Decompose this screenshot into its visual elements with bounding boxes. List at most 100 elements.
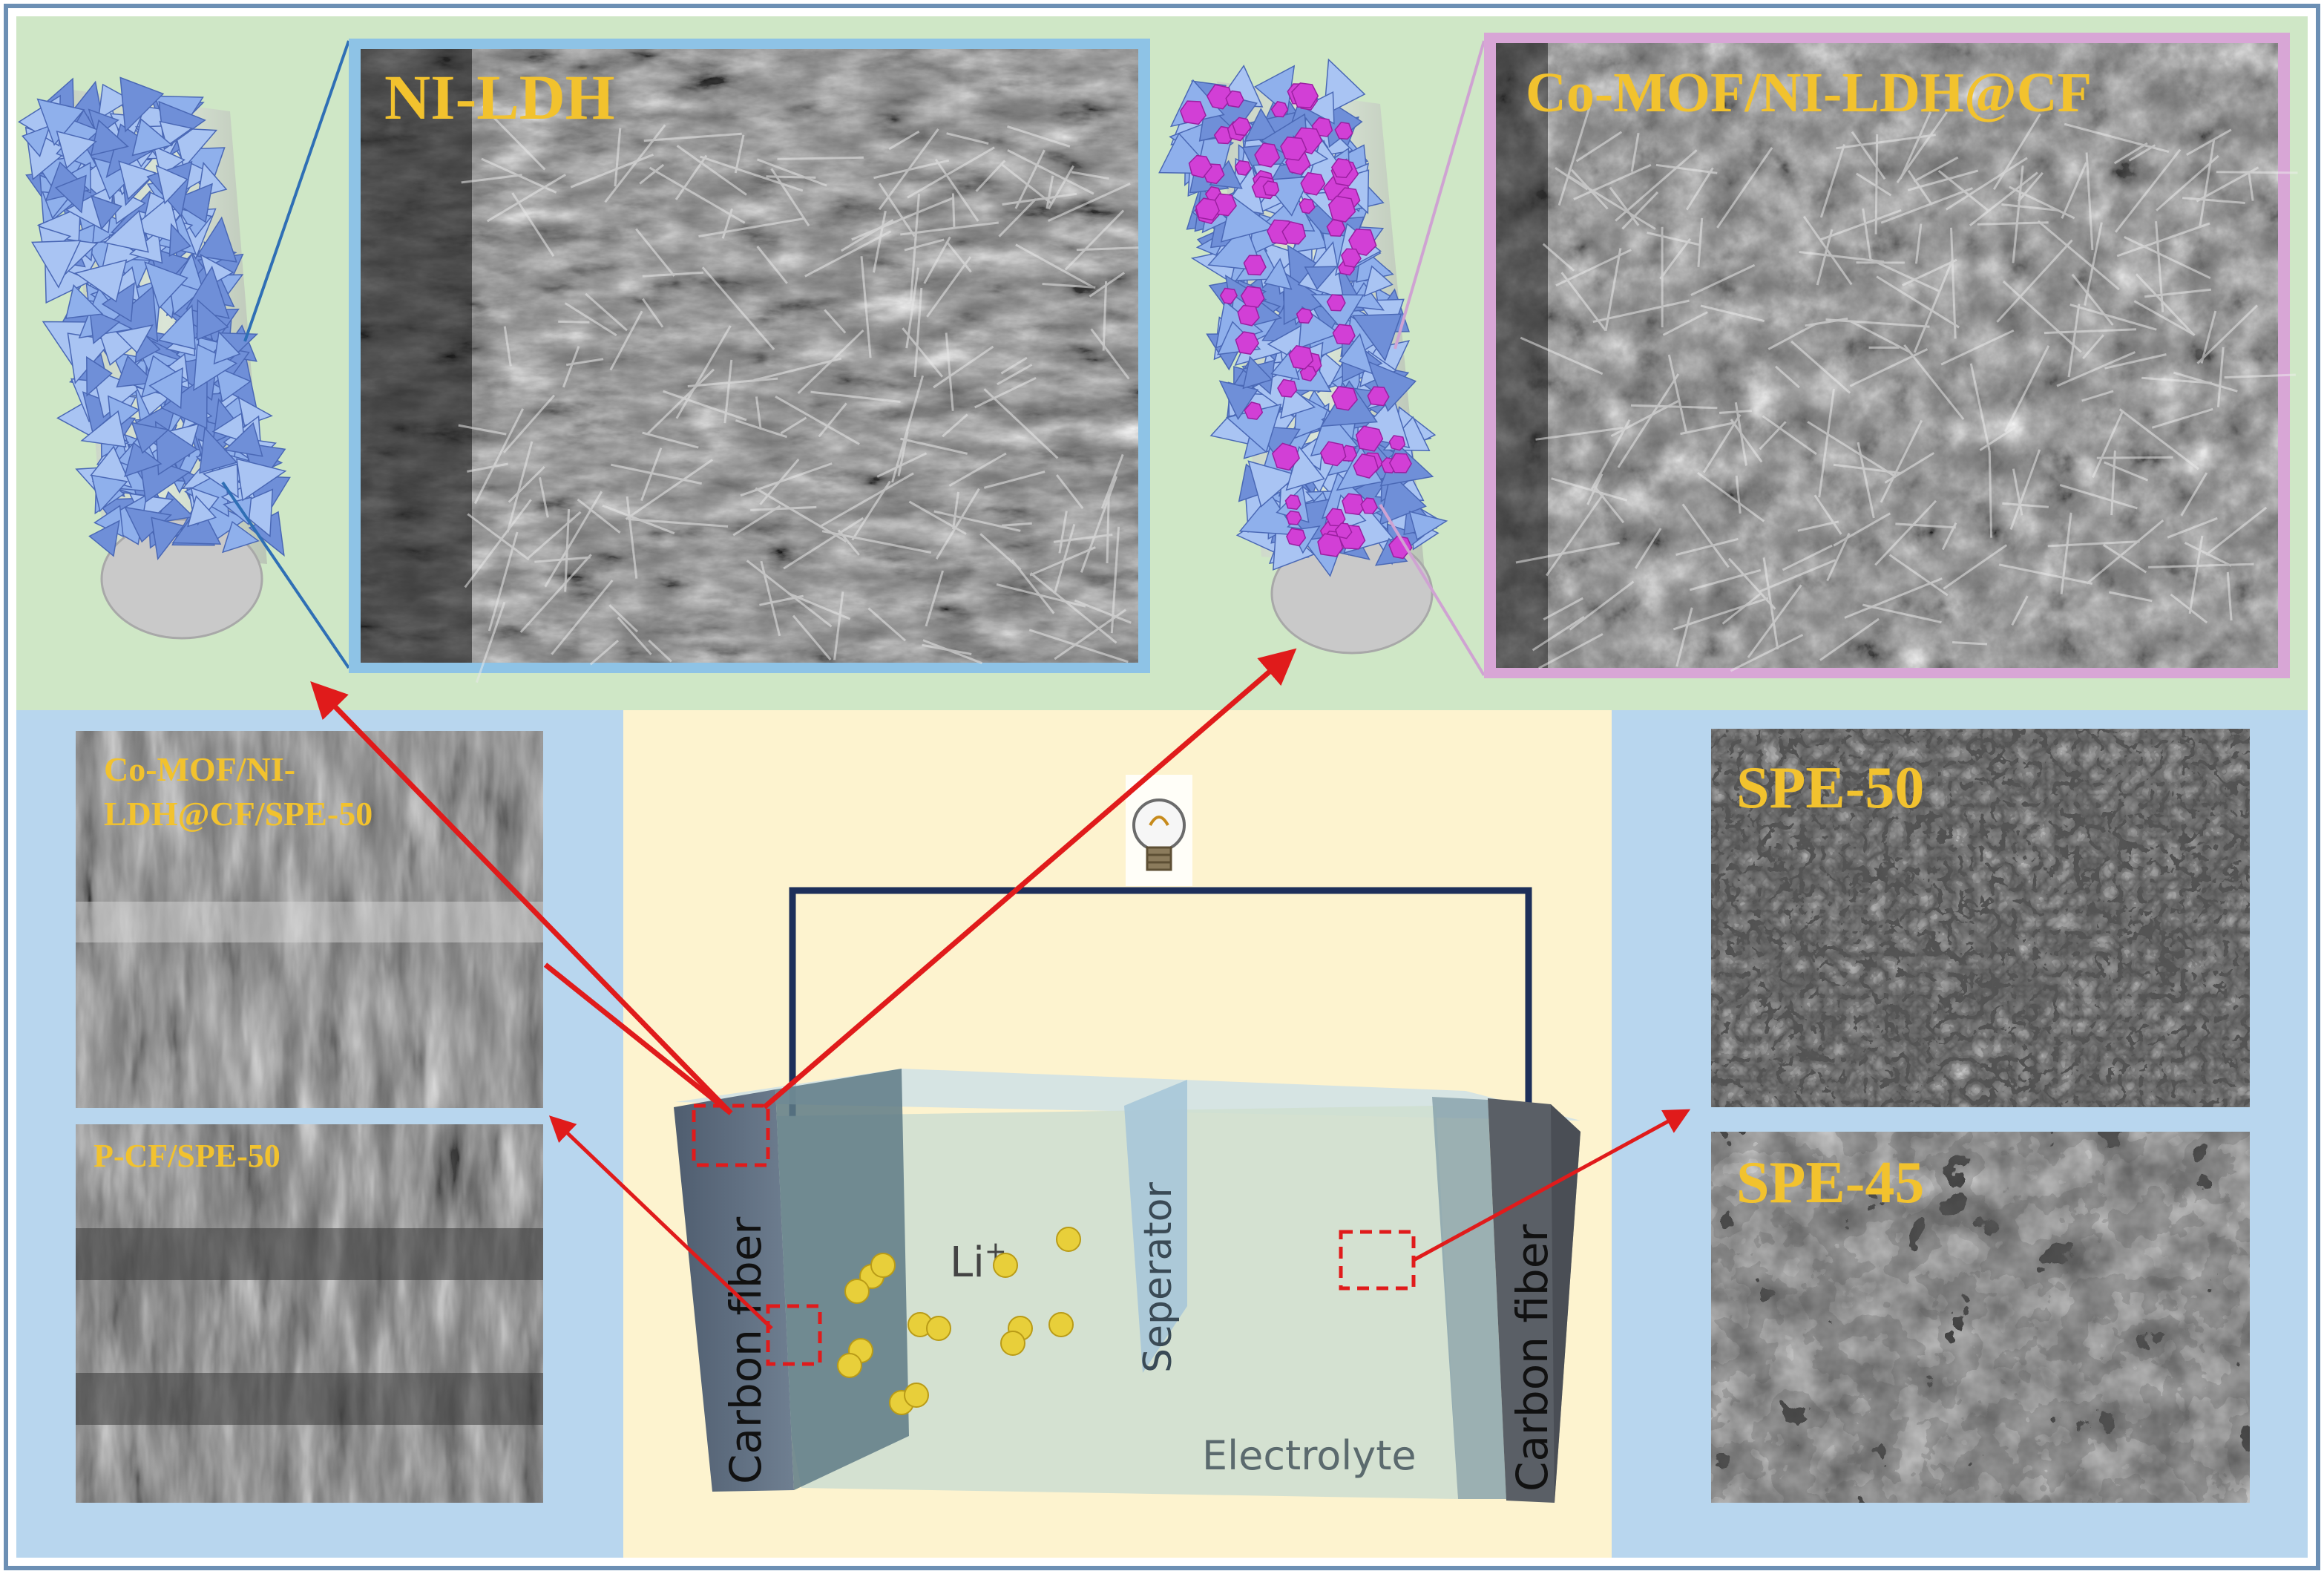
sem-streak <box>759 594 804 606</box>
ldh-flake <box>1263 258 1293 290</box>
sem-streak <box>564 302 617 337</box>
ldh-flake <box>155 165 188 205</box>
sem-streak <box>1029 546 1096 577</box>
sem-streak <box>1762 415 1817 456</box>
mof-particle <box>1327 195 1356 223</box>
right-electrode-label: Carbon fiber <box>1507 1224 1557 1492</box>
sem-streak <box>1100 453 1124 509</box>
sem-streak <box>1727 557 1776 610</box>
sem-streak <box>1977 221 2049 226</box>
sem-streak <box>907 146 995 199</box>
sem-streak <box>1014 149 1046 209</box>
sem-streak <box>755 487 847 542</box>
sem-streak <box>1570 168 1609 210</box>
ldh-flake <box>131 118 174 157</box>
sem-streak <box>1819 209 1902 241</box>
sem-streak <box>617 616 652 655</box>
ldh-flake <box>1366 360 1417 413</box>
sem-spe45-panel: SPE-45 <box>1711 1132 2250 1503</box>
sem-streak <box>952 491 959 530</box>
sem-streak <box>1675 537 1739 557</box>
sem-streak <box>2135 273 2196 336</box>
sem-ni-ldh-panel: NI-LDH <box>349 39 1150 683</box>
sem-streak <box>570 153 654 188</box>
sem-streak <box>851 197 954 241</box>
co-mof-spe-label-line2: LDH@CF/SPE-50 <box>104 795 372 833</box>
sem-streak <box>821 530 932 554</box>
sem-streak <box>2104 461 2149 482</box>
sem-streak <box>2180 472 2208 517</box>
sem-streak <box>891 375 925 483</box>
sem-streak <box>1053 534 1113 543</box>
mof-particle <box>1188 154 1212 179</box>
sem-streak <box>639 163 665 185</box>
sem-streak <box>687 377 778 387</box>
sem-streak <box>2084 222 2103 306</box>
sem-streak <box>1080 476 1118 573</box>
sem-streak <box>1697 471 1765 522</box>
sem-streak <box>1797 520 1839 532</box>
sem-streak <box>1071 171 1109 180</box>
sem-streak <box>1545 493 1605 577</box>
sem-p-cf-spe-panel: P-CF/SPE-50 <box>76 1124 543 1503</box>
sem-streak <box>2216 347 2225 407</box>
sem-streak <box>2086 519 2164 585</box>
sem-streak <box>473 408 525 505</box>
sem-streak <box>2155 221 2164 312</box>
sem-streak <box>946 132 989 145</box>
ldh-flake <box>171 503 222 545</box>
sem-streak <box>2188 535 2204 614</box>
sem-streak <box>1802 215 1853 286</box>
ldh-flakes <box>18 76 291 560</box>
sem-streak <box>1880 419 1923 503</box>
sem-streak <box>746 560 833 628</box>
spe45-label: SPE-45 <box>1736 1150 1924 1216</box>
sem-streak <box>1551 477 1628 502</box>
li-ion <box>1000 1331 1025 1356</box>
mof-particle <box>1179 100 1207 125</box>
mof-particle <box>1243 255 1267 276</box>
sem-streak <box>1573 163 1652 200</box>
ldh-flake <box>222 520 260 554</box>
sem-streak <box>2248 171 2254 201</box>
sem-streak <box>760 560 781 637</box>
sem-streak <box>1816 229 1834 286</box>
sem-streak <box>1555 167 1589 191</box>
sem-streak <box>1719 410 1752 414</box>
ldh-flake <box>223 496 252 526</box>
sem-streak <box>860 256 872 358</box>
mof-particle <box>1330 157 1353 178</box>
sem-streak <box>1759 421 1787 450</box>
ldh-flake <box>88 519 120 557</box>
sem-streak <box>1662 311 1708 336</box>
sem-streak <box>1700 304 1765 323</box>
sem-streak <box>2118 408 2199 470</box>
sem-streak <box>1849 320 1911 353</box>
sem-streak <box>2156 154 2219 211</box>
sem-streak <box>458 424 507 436</box>
sem-streak <box>1675 607 1693 667</box>
mof-particle <box>1225 90 1244 108</box>
co-mof-label: Co-MOF/NI-LDH@CF <box>1526 62 2092 124</box>
mof-particle <box>1219 287 1238 305</box>
sem-streak <box>698 217 805 237</box>
sem-streak <box>1730 419 1763 463</box>
ldh-flake <box>97 83 132 121</box>
sem-streak <box>735 419 788 439</box>
sem-streak <box>1941 522 1957 551</box>
sem-streak <box>1807 421 1897 478</box>
ldh-flake <box>1242 355 1273 390</box>
sem-streak <box>946 242 972 273</box>
sem-streak <box>1856 172 1892 197</box>
ldh-flake <box>36 98 85 146</box>
sem-streak <box>1775 365 1800 389</box>
selection-box-mid-left <box>766 1304 822 1366</box>
sem-streak <box>539 477 549 518</box>
li-ion <box>844 1279 870 1304</box>
sem-streak <box>1566 174 1656 230</box>
sem-streak <box>1617 373 1680 468</box>
mof-particle <box>1280 136 1307 161</box>
ldh-flake <box>1244 108 1279 142</box>
sem-streak <box>2096 456 2173 459</box>
